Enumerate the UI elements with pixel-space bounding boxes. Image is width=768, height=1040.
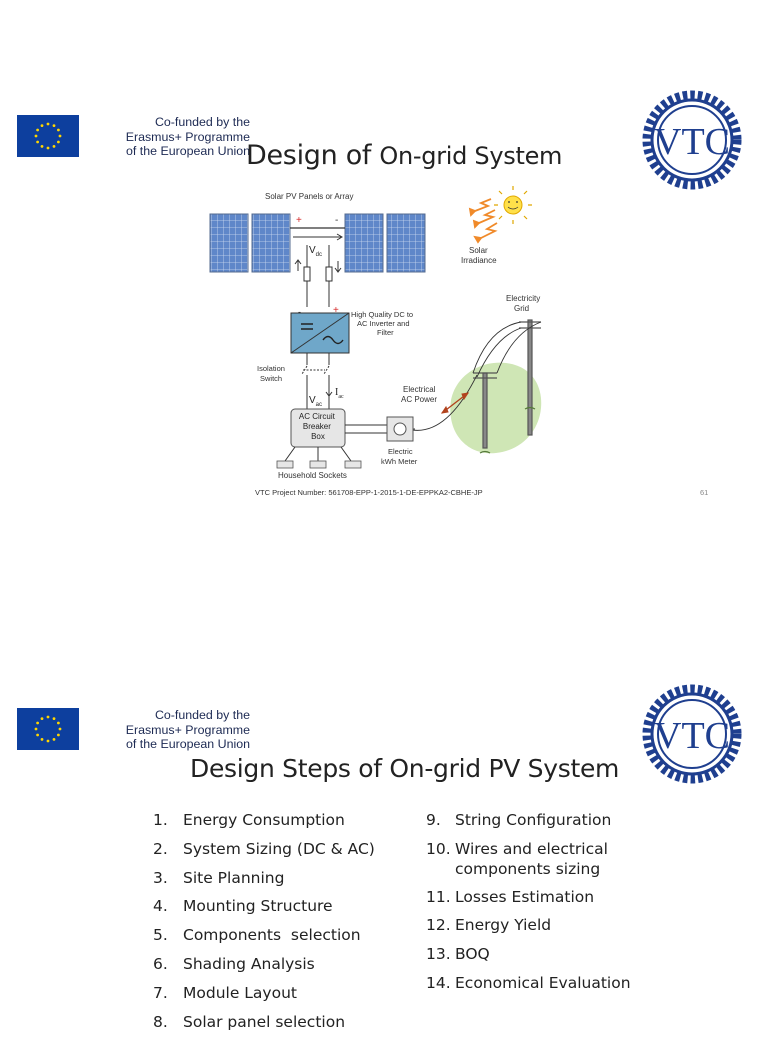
electrical-ac-power-label: Electrical AC Power: [401, 385, 438, 404]
panels-label: Solar PV Panels or Array: [265, 192, 353, 201]
list-item: 1.Energy Consumption: [153, 811, 345, 829]
list-item: 2.System Sizing (DC & AC): [153, 839, 375, 858]
eu-stars-icon: [34, 715, 62, 743]
design-steps-list-right: 9.String Configuration 10.Wires and elec…: [426, 810, 656, 994]
socket-icon: [276, 460, 362, 469]
eu-flag-icon: [17, 115, 79, 157]
on-grid-system-diagram: Solar PV Panels or Array + - Vdc - +: [209, 186, 542, 480]
eu-cofunded-text: Co-funded by the Erasmus+ Programme of t…: [90, 115, 250, 159]
vtc-logo-text: VTC: [654, 121, 730, 163]
page-number: 61: [700, 488, 709, 497]
sun-icon: [494, 186, 532, 224]
inverter-icon: [290, 312, 350, 354]
vtc-logo-icon: VTC: [642, 684, 742, 784]
eu-text-line: Erasmus+ Programme: [125, 722, 250, 737]
iac-label: Iac: [335, 387, 344, 400]
isolation-switch-label: Isolation Switch: [257, 364, 287, 383]
svg-text:-: -: [298, 307, 301, 317]
eu-text-line: of the European Union: [126, 144, 250, 159]
eu-text-line: Erasmus+ Programme: [125, 129, 250, 144]
slide-on-grid-system: Co-funded by the Erasmus+ Programme of t…: [17, 90, 742, 497]
list-item: 9.String Configuration: [426, 811, 612, 829]
design-steps-list-left: 1.Energy Consumption 2.System Sizing (DC…: [153, 810, 413, 1040]
solar-irradiance-label: Solar Irradiance: [461, 246, 497, 265]
list-item: 3.Site Planning: [153, 868, 285, 887]
breaker-box-label: AC Circuit Breaker Box: [299, 412, 337, 441]
list-item: 8.Solar panel selection: [153, 1012, 346, 1031]
kwh-meter-icon: [386, 416, 414, 442]
utility-pole-icon: [473, 319, 541, 449]
list-item: 7.Module Layout: [153, 983, 297, 1002]
eu-text-line: Co-funded by the: [154, 115, 250, 129]
footer-project-number: VTC Project Number: 561708-EPP-1-2015-1-…: [255, 488, 483, 497]
eu-text-line: Co-funded by the: [154, 708, 250, 722]
page-title: Design Steps of On-grid PV System: [190, 754, 620, 783]
solar-panel-icon: [209, 213, 426, 273]
plus-sign: +: [296, 215, 302, 226]
title-rest: On-grid System: [379, 142, 563, 170]
vtc-logo-text: VTC: [654, 715, 730, 757]
fuse-icon: [303, 266, 311, 282]
electricity-grid-label: Electricity Grid: [506, 294, 542, 313]
list-item: 11.Losses Estimation: [426, 887, 595, 906]
list-item: 5.Components selection: [153, 926, 361, 945]
irradiance-arrows-icon: [468, 198, 498, 244]
eu-stars-icon: [34, 122, 62, 150]
kwh-meter-label: Electric kWh Meter: [381, 447, 418, 466]
list-item: 14.Economical Evaluation: [426, 973, 631, 992]
vac-label: Vac: [309, 395, 322, 408]
ground-area: [450, 362, 542, 454]
list-item: 4.Mounting Structure: [153, 897, 333, 916]
fuse-icon: [325, 266, 333, 282]
svg-text:+: +: [333, 305, 339, 316]
inverter-label: High Quality DC to AC Inverter and Filte…: [351, 310, 415, 337]
list-item: 10.Wires and electrical components sizin…: [426, 839, 608, 878]
eu-cofunded-text: Co-funded by the Erasmus+ Programme of t…: [90, 708, 250, 752]
title-prefix: Design of: [246, 140, 380, 171]
page-title: Design of On-grid System: [246, 140, 562, 171]
list-item: 12.Energy Yield: [426, 916, 552, 935]
list-item: 6.Shading Analysis: [153, 954, 315, 973]
slide-design-steps: Co-funded by the Erasmus+ Programme of t…: [0, 596, 768, 1031]
eu-flag-icon: [17, 708, 79, 750]
vdc-label: Vdc: [309, 245, 322, 258]
eu-text-line: of the European Union: [126, 737, 250, 752]
list-item: 13.BOQ: [426, 945, 490, 964]
minus-sign: -: [335, 215, 338, 226]
household-sockets-label: Household Sockets: [278, 471, 347, 480]
switch-icon: [301, 365, 330, 375]
vtc-logo-icon: VTC: [642, 90, 742, 190]
